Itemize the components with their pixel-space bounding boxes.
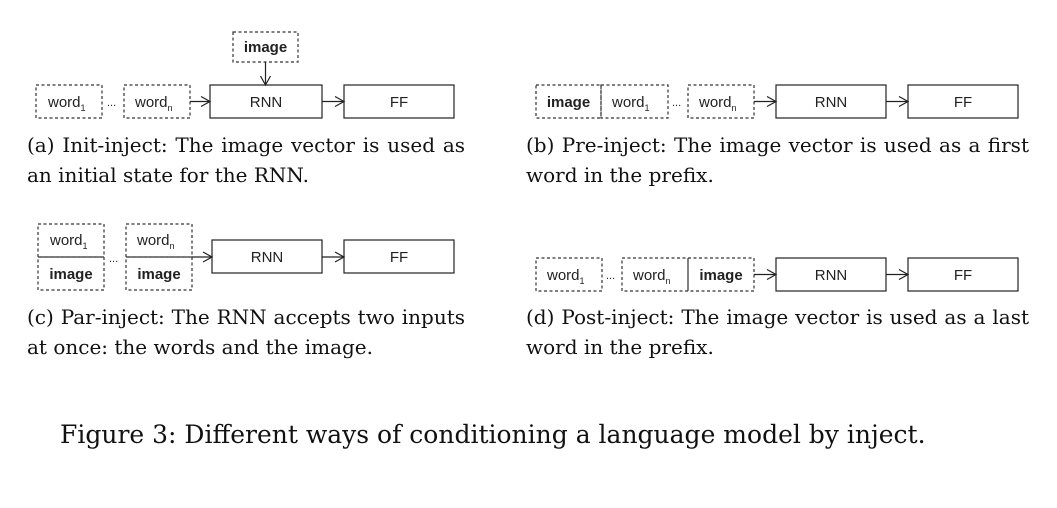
image-label: image: [547, 94, 590, 111]
word1-label: word1: [47, 94, 86, 113]
word1-label: word1: [49, 232, 88, 251]
ff-box: [343, 239, 455, 274]
word1-box: [600, 84, 669, 119]
ellipsis: ...: [109, 253, 118, 265]
diagram-c: word1 image ... wordn image RNN FF: [37, 223, 455, 291]
word1-label: word1: [611, 94, 650, 113]
caption-d: (d) Post-inject: The image vector is use…: [526, 302, 1029, 362]
caption-label: (a): [27, 133, 55, 157]
word1-label: word1: [546, 267, 585, 286]
caption-label: (d): [526, 305, 555, 329]
rnn-label: RNN: [251, 249, 284, 266]
caption-text: Init-inject: The image vector is used as…: [27, 133, 466, 187]
ff-box: [907, 257, 1019, 292]
wordn-label: wordn: [632, 267, 671, 286]
caption-b: (b) Pre-inject: The image vector is used…: [526, 130, 1029, 190]
imagen-label: image: [137, 266, 180, 283]
ellipsis: ...: [672, 97, 681, 109]
imagen-box: [125, 256, 193, 291]
ff-label: FF: [954, 267, 972, 284]
diagram-d: word1 ... wordn image RNN FF: [535, 257, 1019, 292]
caption-c: (c) Par-inject: The RNN accepts two inpu…: [27, 302, 465, 362]
ff-label: FF: [390, 94, 408, 111]
ff-box: [343, 84, 455, 119]
caption-label: (b): [526, 133, 555, 157]
ff-box: [907, 84, 1019, 119]
image1-box: [37, 256, 105, 291]
caption-label: (c): [27, 305, 54, 329]
rnn-label: RNN: [250, 94, 283, 111]
wordn-label: wordn: [698, 94, 737, 113]
diagram-b: image word1 ... wordn RNN FF: [535, 84, 1019, 119]
caption-a: (a) Init-inject: The image vector is use…: [27, 130, 465, 190]
word1-box: [535, 257, 603, 292]
rnn-label: RNN: [815, 94, 848, 111]
figure-caption: Figure 3: Different ways of conditioning…: [60, 420, 926, 449]
caption-text: Par-inject: The RNN accepts two inputs a…: [27, 305, 466, 359]
diagram-a: image word1 ... wordn RNN FF: [35, 31, 455, 119]
ellipsis: ...: [606, 270, 615, 282]
caption-text: Post-inject: The image vector is used as…: [526, 305, 1029, 359]
word1-box: [35, 84, 103, 119]
image1-label: image: [49, 266, 92, 283]
image-label: image: [699, 267, 742, 284]
ellipsis: ...: [107, 97, 116, 109]
ff-label: FF: [954, 94, 972, 111]
caption-text: Pre-inject: The image vector is used as …: [526, 133, 1029, 187]
wordn-label: wordn: [134, 94, 173, 113]
image-label: image: [244, 39, 287, 56]
wordn-label: wordn: [136, 232, 175, 251]
rnn-label: RNN: [815, 267, 848, 284]
ff-label: FF: [390, 249, 408, 266]
